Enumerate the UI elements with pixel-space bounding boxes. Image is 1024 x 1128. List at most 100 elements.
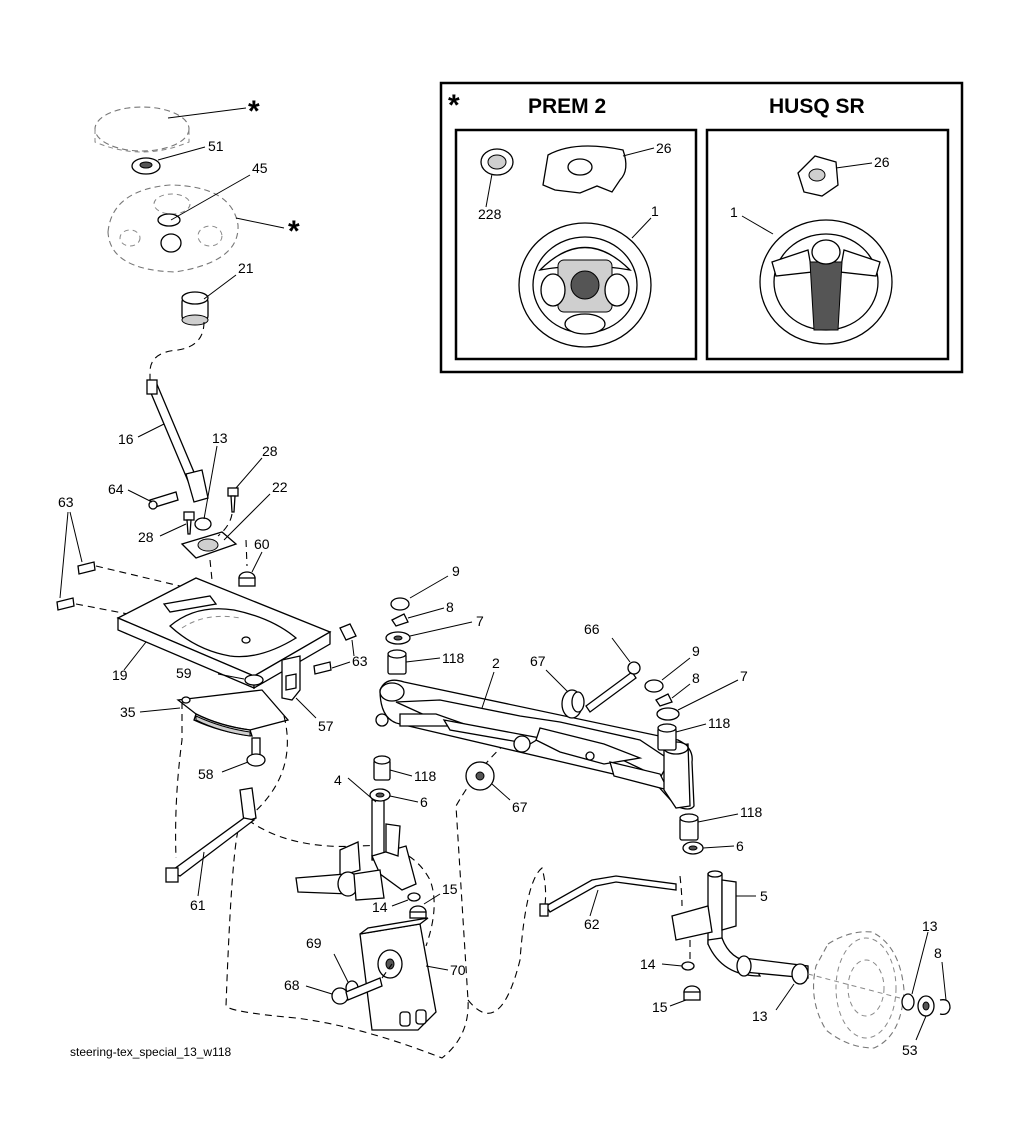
spacer-part-67-lower: 67 (465, 761, 528, 815)
svg-text:*: * (248, 95, 260, 128)
diagram-caption: steering-tex_special_13_w118 (70, 1045, 232, 1059)
svg-text:68: 68 (284, 977, 300, 993)
svg-text:62: 62 (584, 916, 600, 932)
cap-part-9-left: 9 (390, 563, 460, 611)
husq-steering-wheel-1: 1 (730, 204, 893, 345)
nut-part-51: 51 (131, 138, 224, 175)
svg-text:58: 58 (198, 766, 214, 782)
sector-gear-part-35: 35 (120, 689, 290, 737)
inset-marker: * (448, 89, 460, 122)
nut-part-15-left: 15 (409, 881, 458, 919)
svg-text:61: 61 (190, 897, 206, 913)
clip-part-8-left: 8 (391, 599, 454, 627)
steering-shaft-part-16: 16 (118, 379, 209, 503)
assembly-line-drag-link (175, 702, 183, 859)
svg-text:67: 67 (530, 653, 546, 669)
assembly-line-bolt-63b (75, 603, 129, 615)
nut-part-15-right: 15 (652, 985, 701, 1015)
prem2-cover-26: 26 (542, 140, 672, 194)
bolt-part-63-left: 63 (56, 494, 96, 611)
svg-text:26: 26 (656, 140, 672, 156)
svg-text:53: 53 (902, 1042, 918, 1058)
spindle-part-4-left: 4 (295, 772, 417, 901)
svg-text:21: 21 (238, 260, 254, 276)
bearing-plate-part-22: 22 (180, 479, 288, 559)
svg-text:60: 60 (254, 536, 270, 552)
washer-part-6-right: 6 (682, 838, 744, 855)
clip-part-8-right: 8 (655, 670, 700, 707)
prem2-emblem-228: 228 (478, 148, 514, 222)
svg-text:26: 26 (874, 154, 890, 170)
svg-text:6: 6 (736, 838, 744, 854)
svg-text:15: 15 (652, 999, 668, 1015)
svg-text:14: 14 (640, 956, 656, 972)
bolt-part-28-upper: 28 (227, 443, 278, 513)
svg-text:*: * (288, 215, 300, 248)
husq-cover-26: 26 (797, 154, 890, 197)
washer-part-59: 59 (176, 665, 264, 686)
svg-text:5: 5 (760, 888, 768, 904)
svg-text:28: 28 (138, 529, 154, 545)
drag-link-part-61: 61 (165, 787, 257, 913)
assembly-line-spindle (247, 819, 435, 947)
bracket-part-57: 57 (281, 655, 334, 734)
bushing-part-13-top: 13 (194, 430, 228, 531)
inset-panel: * PREM 2 HUSQ SR 228 26 1 (439, 81, 964, 374)
inset-right-title: HUSQ SR (769, 95, 865, 118)
clip-part-64: 64 (108, 481, 179, 510)
cap-part-9-right: 9 (644, 643, 700, 693)
svg-text:14: 14 (372, 899, 388, 915)
assembly-line-nut-60 (245, 539, 248, 567)
pivot-bolt-part-66: 66 (584, 621, 641, 713)
svg-text:4: 4 (334, 772, 342, 788)
nut-part-60: 60 (238, 536, 270, 587)
adapter-part-21: 21 (181, 260, 254, 326)
svg-text:118: 118 (414, 768, 437, 784)
svg-text:15: 15 (442, 881, 458, 897)
svg-text:7: 7 (476, 613, 484, 629)
front-axle-part-2: 2 (375, 655, 695, 810)
svg-text:13: 13 (922, 918, 938, 934)
svg-text:9: 9 (452, 563, 460, 579)
inset-left-title: PREM 2 (528, 95, 606, 118)
bushing-part-118-upper-left: 118 (387, 649, 465, 675)
washer-part-69: 69 (306, 935, 359, 996)
assembly-line-wheel (149, 321, 205, 384)
spindle-part-5-right: 5 (671, 870, 809, 979)
spacer-part-67-upper: 67 (530, 653, 585, 719)
washer-part-6-left: 6 (369, 788, 428, 810)
bushing-part-118-upper-right: 118 (657, 715, 731, 751)
assembly-line-bolt-63a (95, 565, 181, 587)
svg-text:8: 8 (934, 945, 942, 961)
svg-text:118: 118 (740, 804, 763, 820)
bushing-part-118-left: 118 (373, 755, 437, 784)
svg-text:228: 228 (478, 206, 502, 222)
assembly-line-shaft-2 (209, 559, 213, 581)
bolt-part-63-right: 63 (313, 623, 368, 675)
front-wheel-ghost (807, 931, 905, 1049)
washer-part-7-right: 7 (656, 668, 748, 721)
cap-part-star: * (94, 95, 260, 153)
svg-text:8: 8 (446, 599, 454, 615)
washer-part-7-left: 7 (385, 613, 484, 645)
svg-text:28: 28 (262, 443, 278, 459)
washer-part-53: 53 (902, 995, 935, 1058)
prem2-steering-wheel-1: 1 (518, 203, 659, 348)
assembly-line-shaft (217, 513, 233, 537)
svg-text:67: 67 (512, 799, 528, 815)
bolt-part-58: 58 (198, 737, 266, 782)
svg-text:13: 13 (212, 430, 228, 446)
svg-text:63: 63 (58, 494, 74, 510)
svg-text:118: 118 (708, 715, 731, 731)
bolt-part-28-lower: 28 (138, 511, 195, 545)
svg-text:22: 22 (272, 479, 288, 495)
svg-text:16: 16 (118, 431, 134, 447)
tie-rod-part-62: 62 (539, 875, 677, 932)
svg-text:64: 64 (108, 481, 124, 497)
svg-text:7: 7 (740, 668, 748, 684)
svg-text:13: 13 (752, 1008, 768, 1024)
washer-part-14-left: 14 (372, 892, 421, 915)
steering-plate-part-19: 19 (112, 577, 332, 690)
svg-text:57: 57 (318, 718, 334, 734)
